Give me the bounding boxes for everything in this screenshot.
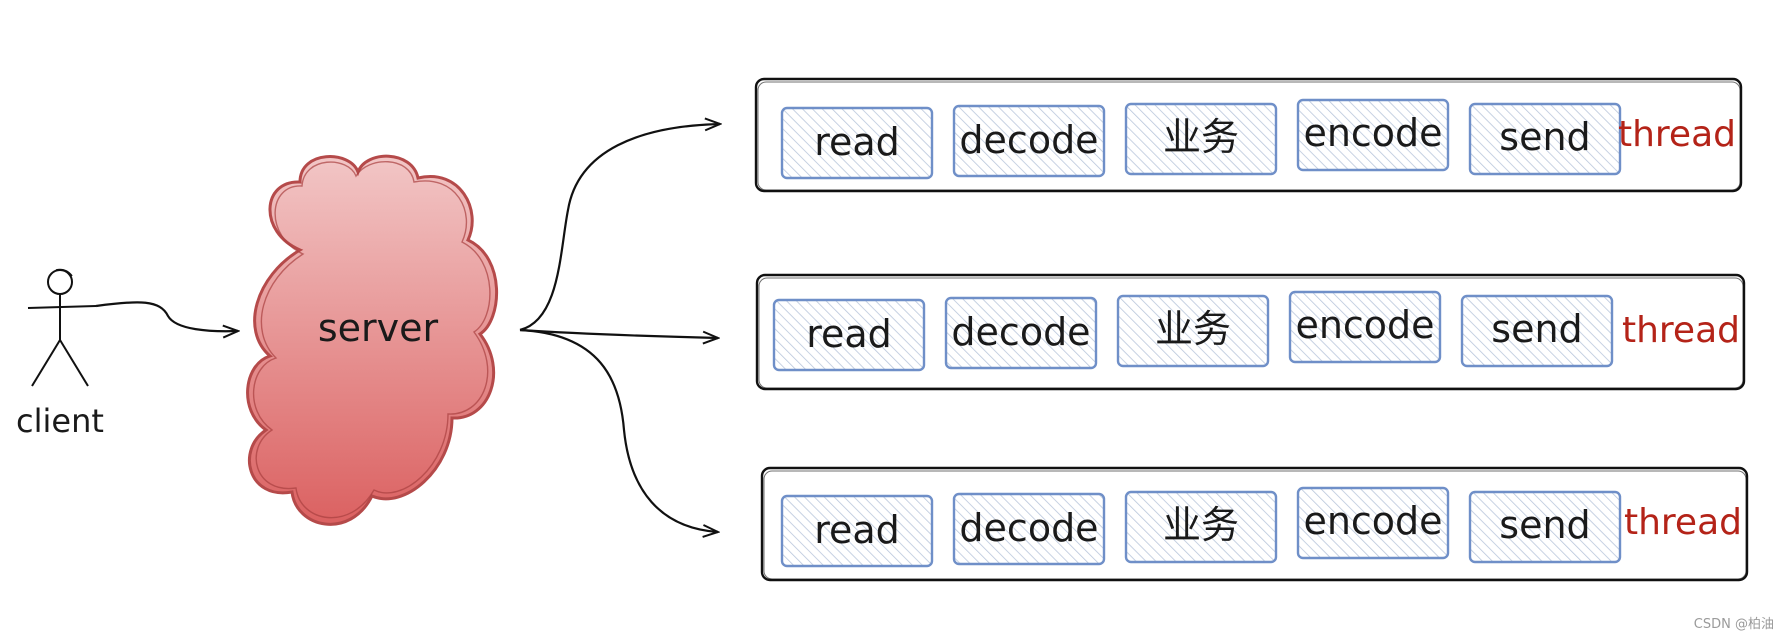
thread-row-3: read decode 业务 encode send thread: [760, 466, 1749, 582]
thread-row-1: read decode 业务 encode send thread: [754, 77, 1743, 193]
thread-label: thread: [1622, 310, 1740, 351]
stage-label: send: [1491, 307, 1582, 351]
stage-label: read: [806, 312, 892, 356]
stage-box-decode: [952, 104, 1106, 178]
stage-label: decode: [959, 118, 1098, 162]
server-fanout-arrows: [519, 124, 720, 532]
thread-row-2: read decode 业务 encode send thread: [755, 273, 1746, 391]
stage-box-encode: [1296, 98, 1450, 172]
client-to-server-arrow: [95, 301, 238, 331]
stage-box-send: [1460, 294, 1614, 368]
watermark-text: CSDN @柏油: [1694, 617, 1774, 632]
stage-label: read: [814, 120, 900, 164]
stage-box-read: [780, 106, 934, 180]
client-figure: [27, 268, 97, 387]
stage-box-read: [772, 298, 926, 372]
stage-label: send: [1499, 115, 1590, 159]
stage-box-encode: [1288, 290, 1442, 364]
stage-label: encode: [1303, 499, 1442, 543]
thread-container: [754, 77, 1743, 193]
stage-box-business: [1116, 294, 1270, 368]
stage-box-read: [780, 494, 934, 568]
client-label: client: [16, 402, 104, 440]
stage-box-send: [1468, 490, 1622, 564]
server-label: server: [318, 306, 439, 350]
thread-label: thread: [1618, 114, 1736, 155]
stage-label: encode: [1303, 111, 1442, 155]
stage-label: 业务: [1163, 503, 1239, 547]
stage-label: read: [814, 508, 900, 552]
stage-box-decode: [944, 296, 1098, 370]
stage-label: 业务: [1155, 307, 1231, 351]
stage-label: send: [1499, 503, 1590, 547]
stage-label: 业务: [1163, 115, 1239, 159]
thread-label: thread: [1624, 502, 1742, 543]
stage-box-business: [1124, 490, 1278, 564]
thread-container: [760, 466, 1749, 582]
stage-box-encode: [1296, 486, 1450, 560]
thread-container: [755, 273, 1746, 391]
stage-label: decode: [959, 506, 1098, 550]
server-cloud: [246, 154, 498, 526]
stage-label: decode: [951, 310, 1090, 354]
stage-box-send: [1468, 102, 1622, 176]
stage-box-business: [1124, 102, 1278, 176]
stage-box-decode: [952, 492, 1106, 566]
stage-label: encode: [1295, 303, 1434, 347]
